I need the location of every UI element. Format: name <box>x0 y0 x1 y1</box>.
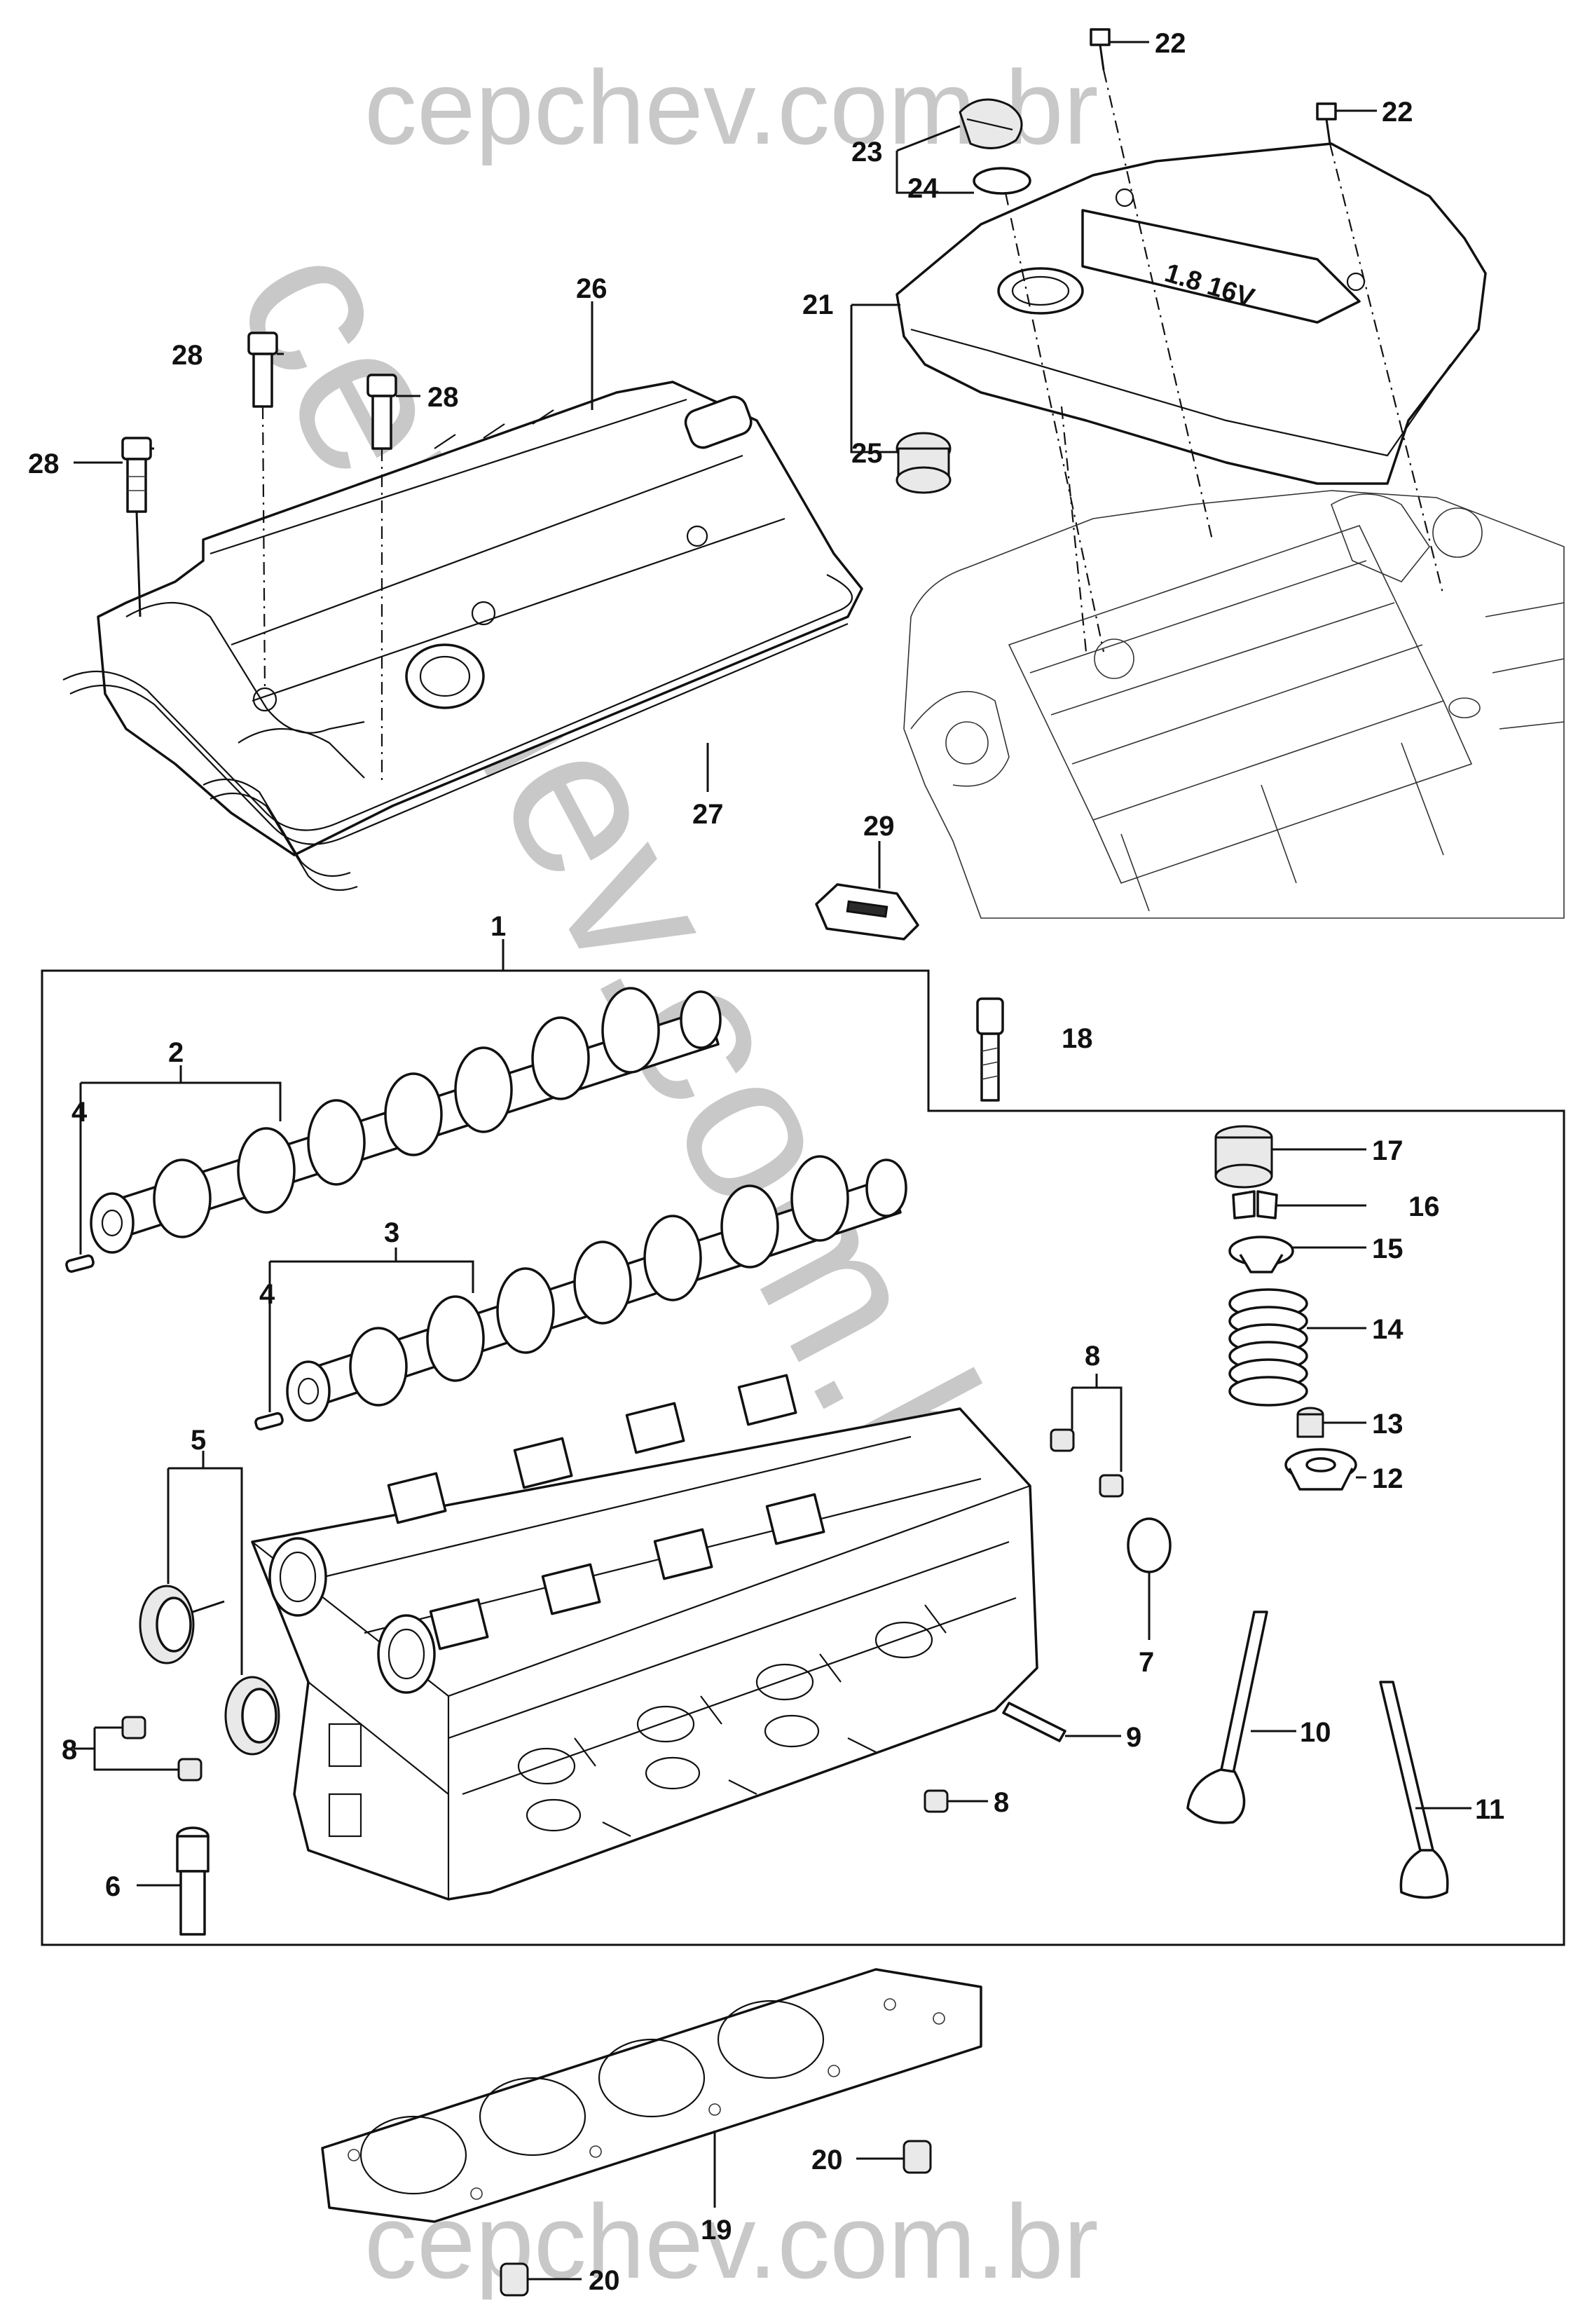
camshaft-dowel-pin <box>254 1412 284 1431</box>
callout-28: 28 <box>28 449 60 479</box>
valve-cover-bolt <box>247 331 278 408</box>
callout-22: 22 <box>1382 97 1413 128</box>
threaded-plug <box>1050 1428 1124 1498</box>
core-plug <box>1127 1517 1172 1573</box>
oil-filler-cap <box>959 98 1023 149</box>
cylinder-head-gasket <box>321 1968 982 2223</box>
callout-25: 25 <box>851 438 883 469</box>
callout-4: 4 <box>259 1279 275 1310</box>
valve-lifter-bucket <box>1214 1125 1273 1189</box>
callout-18: 18 <box>1062 1023 1093 1054</box>
callout-29: 29 <box>863 811 895 842</box>
callout-24: 24 <box>907 173 939 204</box>
callout-20: 20 <box>811 2145 843 2175</box>
callout-3: 3 <box>384 1217 399 1248</box>
engine-block-context <box>903 490 1565 919</box>
callout-4: 4 <box>71 1097 88 1128</box>
valve-cover-bolt <box>366 374 397 450</box>
camshaft-oil-seal <box>224 1676 280 1756</box>
callout-8: 8 <box>994 1787 1009 1818</box>
callout-16: 16 <box>1408 1191 1440 1222</box>
callout-8: 8 <box>62 1735 77 1765</box>
engine-cover: 1.8 16V <box>895 142 1487 485</box>
callout-6: 6 <box>105 1871 121 1902</box>
callout-11: 11 <box>1475 1794 1504 1825</box>
valve-spring-seat <box>1284 1448 1357 1491</box>
callout-7: 7 <box>1139 1647 1154 1678</box>
valve-spring <box>1228 1288 1308 1407</box>
callout-28: 28 <box>427 382 459 413</box>
threaded-plug <box>121 1716 203 1782</box>
callout-10: 10 <box>1300 1717 1331 1748</box>
engine-cover-grommet <box>895 432 952 494</box>
callout-22: 22 <box>1155 28 1186 59</box>
threaded-plug <box>924 1789 949 1813</box>
hydraulic-tappet-guide <box>176 1826 210 1936</box>
camshaft-cover-plate <box>815 883 919 941</box>
callout-19: 19 <box>701 2215 732 2246</box>
callout-9: 9 <box>1126 1722 1141 1753</box>
valve-spring-retainer <box>1228 1236 1294 1273</box>
exhaust-stud <box>1002 1702 1066 1742</box>
intake-valve <box>1186 1611 1268 1824</box>
camshaft-dowel-pin <box>65 1254 95 1273</box>
callout-2: 2 <box>168 1037 184 1068</box>
callout-17: 17 <box>1372 1135 1404 1166</box>
callout-28: 28 <box>172 340 203 371</box>
valve-stem-seal <box>1296 1407 1324 1438</box>
valve-keepers <box>1232 1190 1278 1219</box>
cylinder-head-bolt <box>976 997 1004 1102</box>
callout-1: 1 <box>490 911 506 942</box>
filler-cap-o-ring <box>973 167 1031 195</box>
callout-27: 27 <box>692 799 724 830</box>
gasket-dowel <box>903 2140 932 2174</box>
intake-camshaft <box>90 987 722 1254</box>
valve-cover-gasket <box>62 574 853 831</box>
callout-15: 15 <box>1372 1233 1404 1264</box>
valve-cover <box>97 381 863 856</box>
callout-20: 20 <box>589 2265 620 2296</box>
cover-bolt <box>1316 102 1337 121</box>
camshaft-oil-seal <box>139 1585 195 1665</box>
callout-26: 26 <box>576 273 608 304</box>
cylinder-head-assembly-frame <box>41 969 1565 1946</box>
callout-5: 5 <box>191 1425 206 1456</box>
callout-13: 13 <box>1372 1409 1404 1440</box>
callout-8: 8 <box>1085 1341 1100 1372</box>
cylinder-head <box>251 1374 1038 1901</box>
valve-cover-bolt <box>121 437 152 513</box>
exhaust-valve <box>1379 1681 1449 1899</box>
exhaust-camshaft <box>286 1155 907 1422</box>
gasket-dowel <box>500 2262 529 2297</box>
callout-21: 21 <box>802 289 834 320</box>
cover-bolt <box>1090 28 1111 46</box>
callout-23: 23 <box>851 137 883 168</box>
callout-12: 12 <box>1372 1463 1404 1494</box>
callout-14: 14 <box>1372 1314 1404 1345</box>
